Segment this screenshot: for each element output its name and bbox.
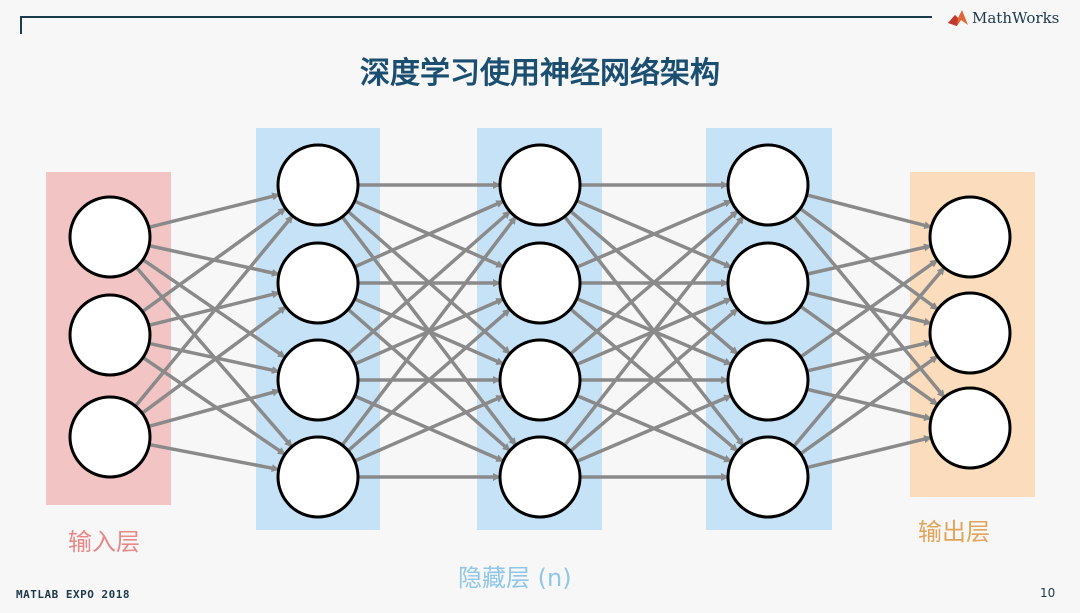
connection-edge [806,243,932,276]
footer-event: MATLAB EXPO 2018 [16,588,130,601]
connection-edge [792,266,946,448]
connection-edge [799,258,939,359]
connection-edge [346,210,512,355]
neuron-node [928,386,1012,470]
brand-name: MathWorks [972,9,1060,27]
neuron-node [928,291,1012,375]
neuron-node [928,195,1012,279]
input-layer-label: 输入层 [68,528,140,556]
neuron-node [68,195,152,279]
neuron-node [68,293,152,377]
connection-edge [148,442,280,473]
connection-edge [576,394,733,463]
neuron-node [726,241,810,325]
connection-edge [346,308,512,452]
connection-edge [148,388,281,429]
connection-edge [134,214,294,408]
hidden-layer-label: 隐藏层 (n) [458,564,572,592]
connection-edge [563,215,745,447]
neuron-node [498,241,582,325]
page-number: 10 [1040,586,1056,600]
connection-edge [806,435,933,470]
connection-edge [142,356,286,456]
neuron-node [498,338,582,422]
neuron-node [726,338,810,422]
neuron-node [498,143,582,227]
neuron-node [276,143,360,227]
connection-edge [148,341,280,374]
connection-edge [799,354,939,456]
connection-edge [569,209,739,356]
connection-edge [806,193,933,230]
mathworks-logo: MathWorks [948,6,1059,30]
slide-title: 深度学习使用神经网络架构 [360,56,720,91]
frame-left-line [20,16,22,34]
neuron-node [276,338,360,422]
connection-edge [353,199,505,269]
connection-edge [576,199,733,269]
neuron-node [276,435,360,519]
connection-edge [353,394,505,463]
neuron-node [726,435,810,519]
neuron-node [68,395,152,479]
output-layer-label: 输出层 [918,518,990,546]
neuron-node [276,241,360,325]
neuron-node [498,435,582,519]
connection-edge [340,215,518,447]
connection-edge [148,192,281,229]
neuron-node [726,143,810,227]
frame-top-line [20,16,932,18]
membrane-logo-icon [948,10,968,26]
connection-edge [569,307,739,453]
connection-edge [141,305,287,415]
connection-edge [141,206,287,314]
